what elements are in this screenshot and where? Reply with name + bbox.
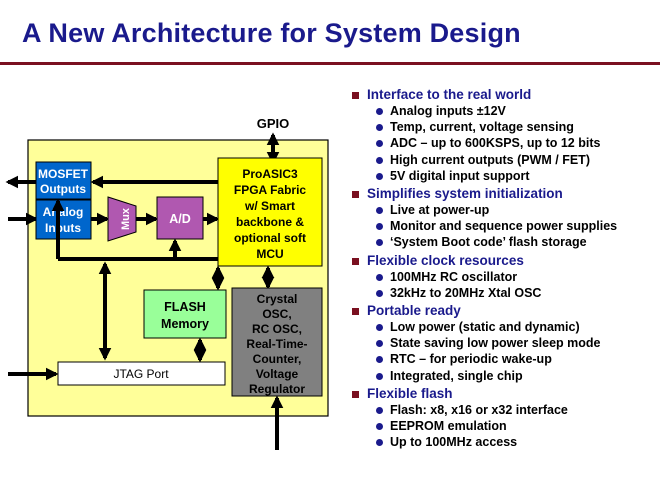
analog-label-line2: Inputs	[45, 221, 81, 235]
section-heading-portable: Portable ready	[352, 303, 657, 319]
list-item: Low power (static and dynamic)	[352, 319, 657, 335]
section-heading-initialization: Simplifies system initialization	[352, 186, 657, 202]
crystal-label-line7: Regulator	[249, 382, 305, 396]
list-item: Integrated, single chip	[352, 368, 657, 384]
list-item: Analog inputs ±12V	[352, 103, 657, 119]
section-heading-flash: Flexible flash	[352, 386, 657, 402]
fpga-label-line3: w/ Smart	[244, 199, 295, 213]
fpga-label-line1: ProASIC3	[242, 167, 298, 181]
feature-list: Interface to the real world Analog input…	[352, 85, 657, 450]
flash-label-line1: FLASH	[164, 300, 206, 314]
crystal-label-line3: RC OSC,	[252, 322, 302, 336]
fpga-fabric-box	[217, 157, 323, 267]
mosfet-label-line1: MOSFET	[38, 167, 89, 181]
fpga-label-line4: backbone &	[236, 215, 304, 229]
crystal-label-line1: Crystal	[257, 292, 298, 306]
gpio-label: GPIO	[257, 116, 290, 131]
fpga-label-line2: FPGA Fabric	[234, 183, 307, 197]
list-item: 100MHz RC oscillator	[352, 269, 657, 285]
list-item: Live at power-up	[352, 202, 657, 218]
list-item: Up to 100MHz access	[352, 434, 657, 450]
jtag-port-box	[57, 361, 226, 386]
list-item: 5V digital input support	[352, 168, 657, 184]
flash-memory-box	[143, 289, 227, 339]
section-items-portable: Low power (static and dynamic) State sav…	[352, 319, 657, 384]
fpga-label-line5: optional soft	[234, 231, 306, 245]
section-items-interface: Analog inputs ±12V Temp, current, voltag…	[352, 103, 657, 184]
ad-converter-box	[156, 196, 204, 240]
list-item: 32kHz to 20MHz Xtal OSC	[352, 285, 657, 301]
list-item: High current outputs (PWM / FET)	[352, 152, 657, 168]
mosfet-outputs-box	[35, 161, 92, 200]
fpga-label-line6: MCU	[256, 247, 283, 261]
architecture-diagram: GPIO MOSFET Outputs Analog Inputs Mux A/…	[5, 116, 329, 450]
crystal-label-line5: Counter,	[253, 352, 302, 366]
list-item: ADC – up to 600KSPS, up to 12 bits	[352, 135, 657, 151]
flash-label-line2: Memory	[161, 317, 209, 331]
mux-block	[107, 196, 137, 242]
crystal-label-line6: Voltage	[256, 367, 299, 381]
mosfet-label-line2: Outputs	[40, 182, 86, 196]
section-items-flash: Flash: x8, x16 or x32 interface EEPROM e…	[352, 402, 657, 451]
list-item: ‘System Boot code’ flash storage	[352, 234, 657, 250]
ad-label: A/D	[169, 212, 191, 226]
crystal-label-line4: Real-Time-	[246, 337, 307, 351]
jtag-label: JTAG Port	[113, 367, 169, 381]
list-item: RTC – for periodic wake-up	[352, 351, 657, 367]
title-divider	[0, 62, 660, 65]
list-item: Temp, current, voltage sensing	[352, 119, 657, 135]
list-item: Monitor and sequence power supplies	[352, 218, 657, 234]
list-item: Flash: x8, x16 or x32 interface	[352, 402, 657, 418]
section-items-clock: 100MHz RC oscillator 32kHz to 20MHz Xtal…	[352, 269, 657, 301]
section-heading-interface: Interface to the real world	[352, 87, 657, 103]
list-item: EEPROM emulation	[352, 418, 657, 434]
mux-label: Mux	[120, 207, 132, 230]
analog-label-line1: Analog	[43, 205, 84, 219]
slide-title: A New Architecture for System Design	[22, 18, 521, 48]
list-item: State saving low power sleep mode	[352, 335, 657, 351]
section-heading-clock: Flexible clock resources	[352, 253, 657, 269]
section-items-initialization: Live at power-up Monitor and sequence po…	[352, 202, 657, 251]
crystal-label-line2: OSC,	[262, 307, 291, 321]
